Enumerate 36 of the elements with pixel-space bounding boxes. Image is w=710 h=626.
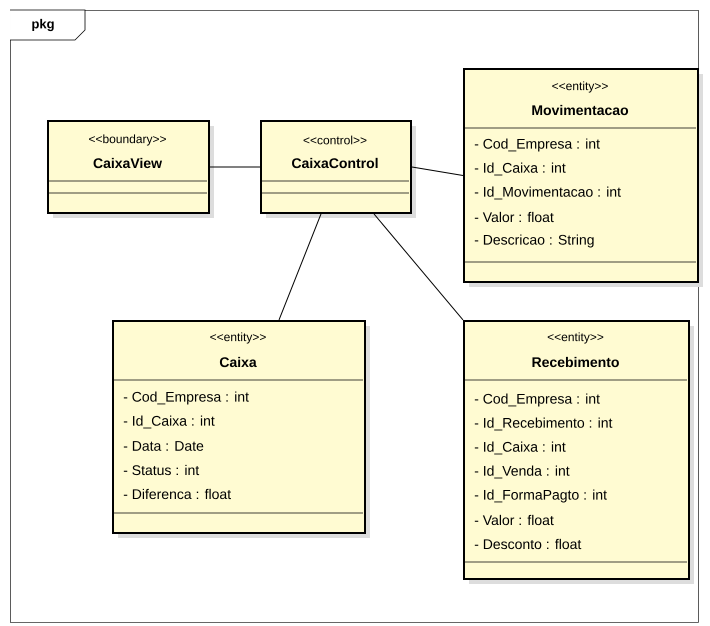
attribute-text: - Id_FormaPagto : int <box>474 489 607 502</box>
attribute-text: - Id_Caixa : int <box>474 162 566 176</box>
association-line <box>412 166 464 176</box>
class-name: Recebimento <box>532 356 619 368</box>
class-box <box>47 120 214 218</box>
class-name: CaixaControl <box>292 158 378 168</box>
class-name: Caixa <box>220 356 257 368</box>
class-box <box>463 68 703 287</box>
attribute-text: - Id_Venda : int <box>474 466 570 478</box>
association-line <box>374 214 464 320</box>
class-box <box>260 120 416 218</box>
stereotype-label: <<entity>> <box>548 332 604 344</box>
attribute-text: - Valor : float <box>474 514 554 526</box>
attribute-text: - Id_Movimentacao : int <box>474 186 621 200</box>
association-line <box>210 166 260 168</box>
attribute-text: - Diferenca : float <box>124 488 231 500</box>
attribute-text: - Id_Caixa : int <box>124 416 215 428</box>
attribute-text: - Desconto : float <box>474 538 582 550</box>
attribute-text: - Cod_Empresa : int <box>474 138 600 152</box>
attribute-text: - Status : int <box>124 464 200 476</box>
attribute-text: - Id_Recebimento : int <box>474 418 612 430</box>
attribute-text: - Id_Caixa : int <box>474 442 566 454</box>
class-name: Movimentacao <box>532 104 628 116</box>
class-box <box>463 320 694 584</box>
class-name: CaixaView <box>94 158 162 168</box>
attribute-text: - Cod_Empresa : int <box>124 391 249 404</box>
stereotype-label: <<entity>> <box>210 332 266 344</box>
attribute-text: - Data : Date <box>124 441 204 451</box>
class-box <box>112 320 370 538</box>
stereotype-label: <<control>> <box>304 136 366 144</box>
attribute-text: - Valor : float <box>474 212 554 222</box>
stereotype-label: <<entity>> <box>552 81 608 93</box>
attribute-text: - Cod_Empresa : int <box>474 393 600 406</box>
attribute-text: - Descricao : String <box>474 234 594 248</box>
association-line <box>278 214 322 320</box>
stereotype-label: <<boundary>> <box>89 134 166 146</box>
